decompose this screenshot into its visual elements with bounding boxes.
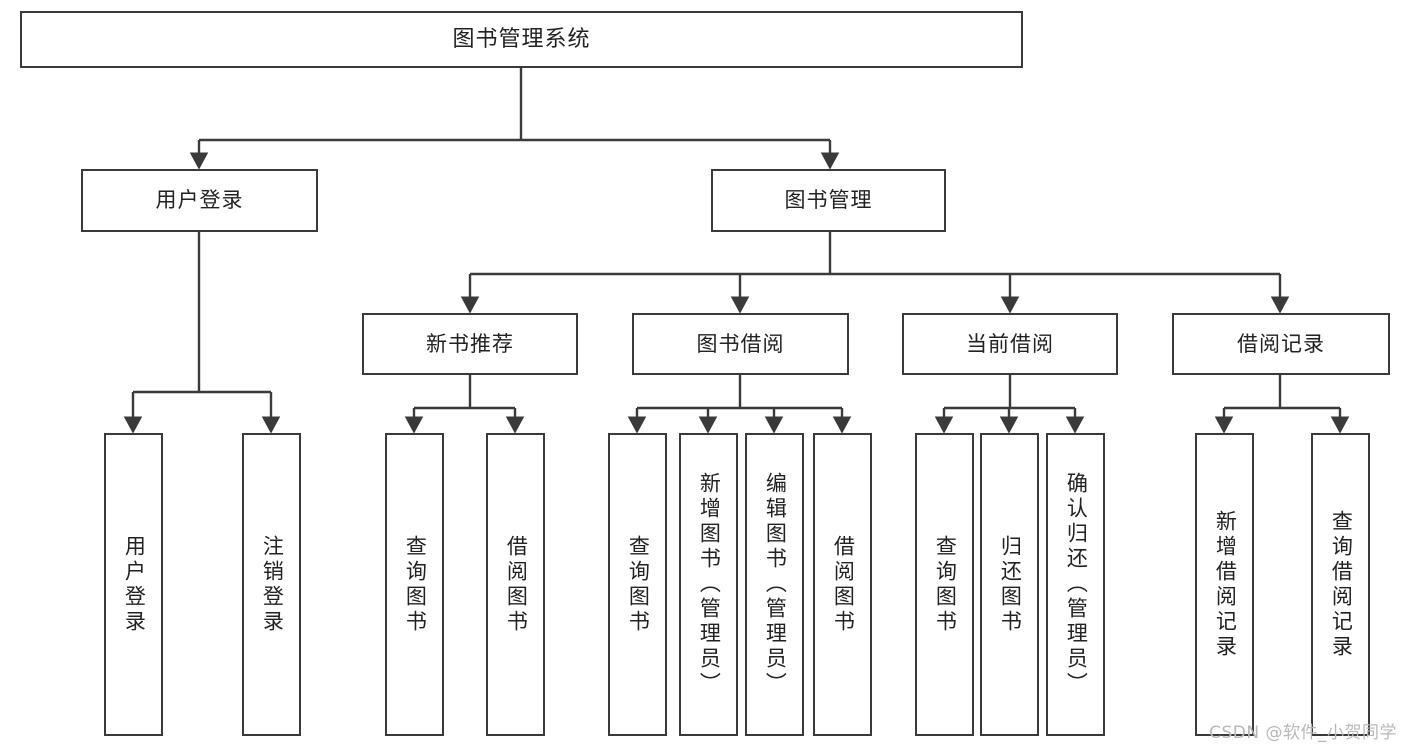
node-label: 新增借阅记录 [1213, 509, 1238, 660]
node-leaf-user-login[interactable]: 用户登录 [104, 433, 163, 736]
watermark-text: CSDN @软件_小贺同学 [1209, 723, 1397, 743]
node-leaf-edit-book[interactable]: 编辑图书（管理员） [745, 433, 804, 736]
node-leaf-borrow-book[interactable]: 借阅图书 [813, 433, 872, 736]
node-label: 图书管理 [784, 188, 873, 213]
node-root-book-management-system[interactable]: 图书管理系统 [20, 11, 1023, 68]
node-label: 图书管理系统 [452, 26, 591, 52]
node-label: 查询图书 [403, 534, 428, 635]
node-current-borrow[interactable]: 当前借阅 [902, 313, 1118, 375]
node-user-login[interactable]: 用户登录 [81, 169, 318, 232]
node-label: 查询图书 [933, 534, 958, 635]
node-leaf-query-book-recommend[interactable]: 查询图书 [385, 433, 444, 736]
node-leaf-query-book-borrow[interactable]: 查询图书 [608, 433, 667, 736]
node-leaf-query-borrow-record[interactable]: 查询借阅记录 [1311, 433, 1370, 736]
node-borrow-record[interactable]: 借阅记录 [1172, 313, 1390, 375]
node-book-borrow[interactable]: 图书借阅 [632, 313, 849, 375]
node-label: 注销登录 [260, 534, 285, 635]
node-label: 用户登录 [122, 534, 147, 635]
node-label: 新书推荐 [426, 331, 514, 356]
node-label: 用户登录 [155, 188, 244, 213]
node-leaf-add-book[interactable]: 新增图书（管理员） [679, 433, 738, 736]
node-leaf-query-book-current[interactable]: 查询图书 [915, 433, 974, 736]
node-label: 查询图书 [626, 534, 651, 635]
node-leaf-return-book[interactable]: 归还图书 [980, 433, 1039, 736]
node-label: 当前借阅 [966, 331, 1054, 356]
node-book-management[interactable]: 图书管理 [711, 169, 946, 232]
node-leaf-confirm-return[interactable]: 确认归还（管理员） [1046, 433, 1105, 736]
node-leaf-borrow-book-recommend[interactable]: 借阅图书 [486, 433, 545, 736]
node-label: 借阅图书 [831, 534, 856, 635]
node-new-book-recommend[interactable]: 新书推荐 [362, 313, 578, 375]
node-label: 归还图书 [998, 534, 1023, 635]
node-label: 确认归还（管理员） [1064, 472, 1089, 697]
node-label: 借阅记录 [1237, 331, 1325, 356]
node-label: 图书借阅 [696, 331, 785, 356]
node-leaf-add-borrow-record[interactable]: 新增借阅记录 [1195, 433, 1254, 736]
node-label: 编辑图书（管理员） [763, 472, 788, 697]
node-leaf-user-logout[interactable]: 注销登录 [242, 433, 301, 736]
node-label: 查询借阅记录 [1329, 509, 1354, 660]
node-label: 借阅图书 [504, 534, 529, 635]
node-label: 新增图书（管理员） [697, 472, 722, 697]
